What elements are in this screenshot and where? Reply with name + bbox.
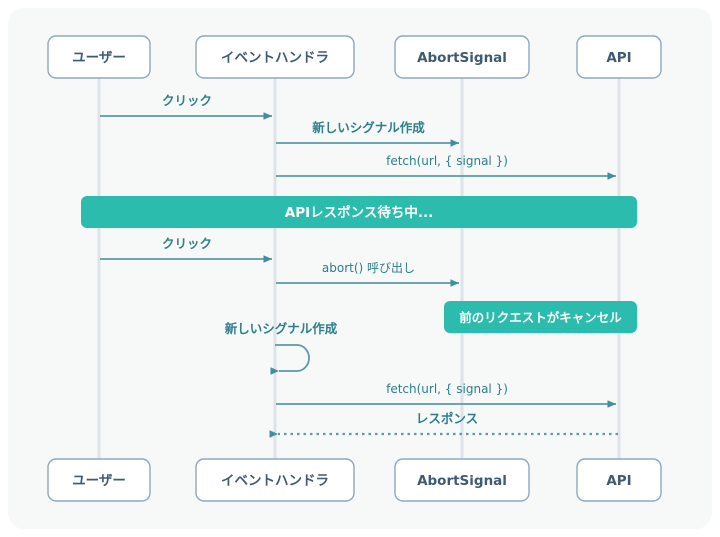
message-m7: fetch(url, { signal }): [276, 382, 616, 408]
participant-label-abortsignal-top: AbortSignal: [417, 50, 507, 66]
message-label-m5: abort() 呼び出し: [322, 261, 415, 275]
message-label-m8: レスポンス: [416, 411, 478, 426]
message-label-m6: 新しいシグナル作成: [225, 321, 338, 336]
participants-top-group: ユーザー イベントハンドラ AbortSignal API: [47, 35, 662, 79]
message-m8: レスポンス: [269, 411, 618, 438]
participant-box-handler-bottom[interactable]: [195, 458, 355, 502]
lifelines-group: [97, 78, 621, 459]
message-label-m4: クリック: [162, 236, 212, 251]
participant-box-user-bottom[interactable]: [47, 458, 151, 502]
notes-group: APIレスポンス待ち中... 前のリクエストがキャンセル: [81, 196, 637, 333]
message-m3: fetch(url, { signal }): [276, 154, 616, 180]
message-label-m1: クリック: [162, 93, 212, 108]
participant-label-api-bottom: API: [606, 473, 631, 489]
participant-box-api-top[interactable]: [576, 35, 662, 79]
message-m2: 新しいシグナル作成: [276, 120, 459, 147]
message-label-m2: 新しいシグナル作成: [312, 120, 425, 135]
participant-label-abortsignal-bottom: AbortSignal: [417, 473, 507, 489]
note-background-n2: [444, 301, 637, 333]
participant-label-handler-top: イベントハンドラ: [221, 50, 329, 66]
participant-label-handler-bottom: イベントハンドラ: [221, 473, 329, 489]
message-m6: 新しいシグナル作成: [225, 321, 338, 375]
note-background-n1: [81, 196, 637, 228]
message-m4: クリック: [100, 236, 272, 263]
participant-box-api-bottom[interactable]: [576, 458, 662, 502]
note-label-n2: 前のリクエストがキャンセル: [459, 310, 622, 325]
participant-label-user-bottom: ユーザー: [72, 473, 126, 489]
note-label-n1: APIレスポンス待ち中...: [285, 204, 433, 221]
message-m5: abort() 呼び出し: [276, 261, 459, 287]
participants-bottom-group: ユーザー イベントハンドラ AbortSignal API: [47, 458, 662, 502]
message-m1: クリック: [100, 93, 272, 120]
participant-label-user-top: ユーザー: [72, 50, 126, 66]
participant-label-api-top: API: [606, 50, 631, 66]
note-n1: APIレスポンス待ち中...: [81, 196, 637, 228]
message-label-m3: fetch(url, { signal }): [386, 154, 508, 168]
message-arrow-m6: [270, 344, 310, 375]
note-n2: 前のリクエストがキャンセル: [444, 301, 637, 333]
participant-box-user-top[interactable]: [47, 35, 151, 79]
message-label-m7: fetch(url, { signal }): [386, 382, 508, 396]
participant-box-handler-top[interactable]: [195, 35, 355, 79]
participant-box-abortsignal-bottom[interactable]: [394, 458, 530, 502]
participant-box-abortsignal-top[interactable]: [394, 35, 530, 79]
